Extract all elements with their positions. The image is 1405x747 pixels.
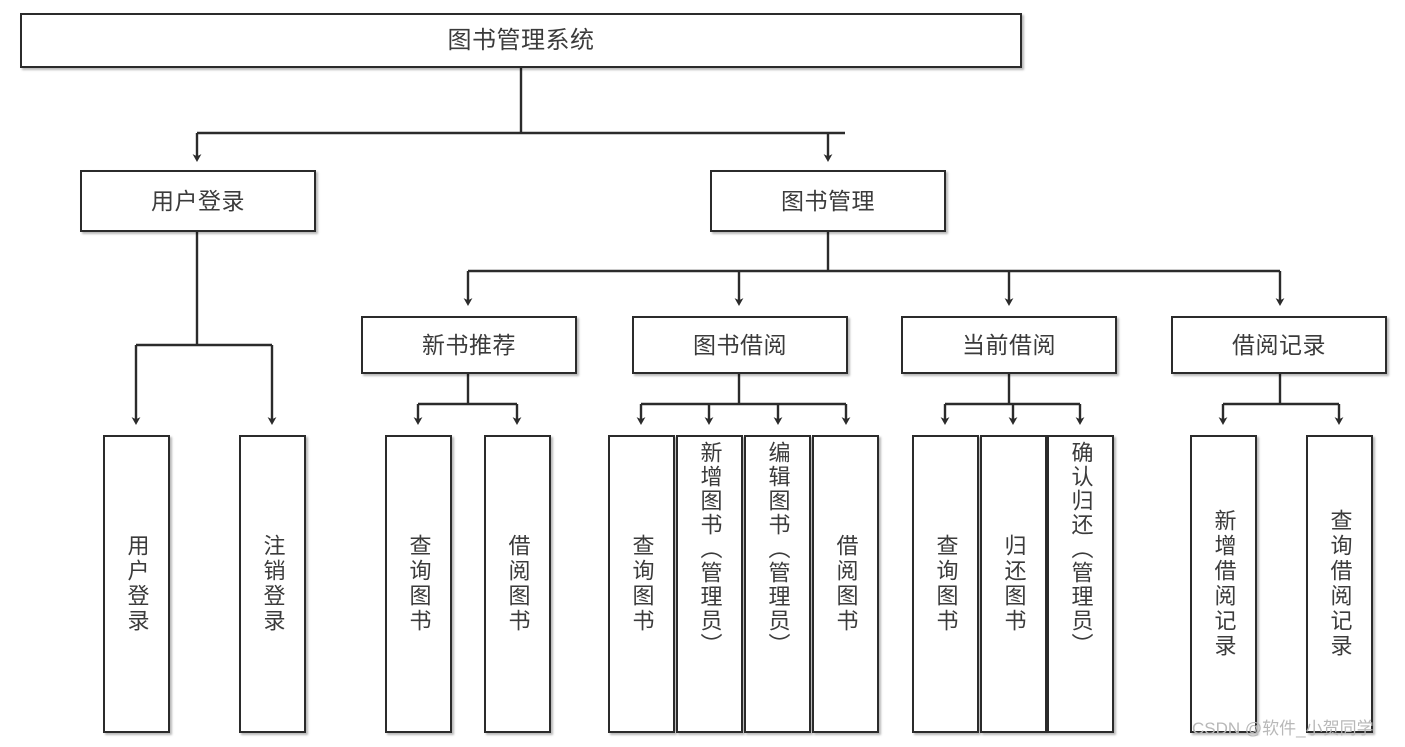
leaf-query-borrow-record[interactable]: 查询借阅记录 — [1306, 435, 1373, 733]
leaf-add-borrow-record[interactable]: 新增借阅记录 — [1190, 435, 1257, 733]
node-label: 新书推荐 — [422, 331, 516, 358]
node-user-login[interactable]: 用户登录 — [80, 170, 316, 232]
leaf-query-book-borrow[interactable]: 查询图书 — [608, 435, 675, 733]
node-book-borrow[interactable]: 图书借阅 — [632, 316, 848, 374]
node-label: 查询图书 — [629, 534, 655, 634]
node-label: 借阅图书 — [505, 534, 531, 634]
leaf-query-book-current[interactable]: 查询图书 — [912, 435, 979, 733]
node-book-management[interactable]: 图书管理 — [710, 170, 946, 232]
node-label: 新增图书（管理员） — [697, 441, 723, 657]
node-label: 编辑图书（管理员） — [765, 441, 791, 657]
node-label: 图书管理系统 — [447, 26, 595, 54]
leaf-confirm-return-admin[interactable]: 确认归还（管理员） — [1047, 435, 1114, 733]
node-label: 用户登录 — [151, 187, 245, 214]
node-root-system[interactable]: 图书管理系统 — [20, 13, 1022, 68]
node-label: 借阅图书 — [833, 534, 859, 634]
leaf-add-book-admin[interactable]: 新增图书（管理员） — [676, 435, 743, 733]
node-label: 新增借阅记录 — [1211, 509, 1237, 659]
leaf-query-book-recommend[interactable]: 查询图书 — [385, 435, 452, 733]
node-label: 当前借阅 — [962, 331, 1056, 358]
leaf-user-login[interactable]: 用户登录 — [103, 435, 170, 733]
leaf-borrow-book[interactable]: 借阅图书 — [812, 435, 879, 733]
node-label: 注销登录 — [260, 534, 286, 634]
node-label: 确认归还（管理员） — [1068, 441, 1094, 657]
node-label: 查询图书 — [933, 534, 959, 634]
leaf-borrow-book-recommend[interactable]: 借阅图书 — [484, 435, 551, 733]
leaf-return-book[interactable]: 归还图书 — [980, 435, 1047, 733]
node-new-book-recommend[interactable]: 新书推荐 — [361, 316, 577, 374]
node-label: 图书借阅 — [693, 331, 787, 358]
node-label: 查询借阅记录 — [1327, 509, 1353, 659]
leaf-logout-login[interactable]: 注销登录 — [239, 435, 306, 733]
node-borrow-record[interactable]: 借阅记录 — [1171, 316, 1387, 374]
node-current-borrow[interactable]: 当前借阅 — [901, 316, 1117, 374]
node-label: 用户登录 — [124, 534, 150, 634]
node-label: 查询图书 — [406, 534, 432, 634]
leaf-edit-book-admin[interactable]: 编辑图书（管理员） — [744, 435, 811, 733]
node-label: 归还图书 — [1001, 534, 1027, 634]
node-label: 图书管理 — [781, 187, 875, 214]
watermark: CSDN @软件_小贺同学 — [1192, 719, 1374, 738]
node-label: 借阅记录 — [1232, 331, 1326, 358]
